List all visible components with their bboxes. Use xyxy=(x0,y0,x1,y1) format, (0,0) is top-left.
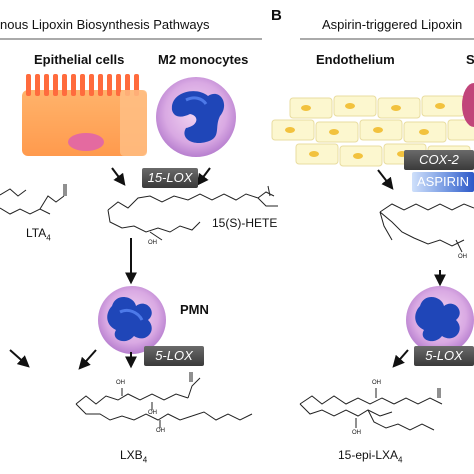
enzyme-cox-2: COX-2 xyxy=(404,150,474,170)
panel-a-title: nous Lipoxin Biosynthesis Pathways xyxy=(0,17,210,32)
endothelium-label: Endothelium xyxy=(316,52,395,67)
hete-structure xyxy=(107,185,278,241)
epi-precursor-structure xyxy=(379,203,474,253)
lxb4-structure xyxy=(75,372,253,428)
enzyme-5-lox-a: 5-LOX xyxy=(144,346,204,366)
epithelial-cells-label: Epithelial cells xyxy=(34,52,125,67)
lta4-label: LTA4 xyxy=(26,226,51,243)
oh-label: OH xyxy=(458,254,467,260)
pmn-illustration-a xyxy=(98,286,166,354)
arrow-endothelium-down xyxy=(377,169,394,190)
pmn-illustration-b xyxy=(406,286,474,354)
enzyme-5-lox-b: 5-LOX xyxy=(414,346,474,366)
arrow-monocyte-to-hete xyxy=(196,167,211,186)
epi-lxa4-label: 15-epi-LXA4 xyxy=(338,448,403,465)
monocyte-illustration xyxy=(156,77,236,157)
oh-label: OH xyxy=(148,410,157,416)
hete-label: 15(S)-HETE xyxy=(212,216,278,230)
cut-cell-label: S xyxy=(466,52,474,67)
m2-monocytes-label: M2 monocytes xyxy=(158,52,249,67)
arrow-pmn-to-left xyxy=(78,349,97,370)
oh-label: OH xyxy=(116,380,125,386)
oh-label: OH xyxy=(372,380,381,386)
panel-b-title: Aspirin-triggered Lipoxin xyxy=(322,17,463,32)
enzyme-15-lox: 15-LOX xyxy=(142,168,198,188)
panel-b-letter: B xyxy=(271,7,282,24)
epi-lxa4-structure xyxy=(299,388,443,431)
epithelial-cell-illustration xyxy=(22,74,147,156)
lxb4-label: LXB4 xyxy=(120,448,148,465)
aspirin-label: ASPIRIN xyxy=(412,172,474,192)
arrow-epithelial-to-hete xyxy=(111,167,126,186)
oh-label: OH xyxy=(352,430,361,436)
lta4-structure xyxy=(0,184,67,215)
oh-label: OH xyxy=(156,428,165,434)
cut-cell-illustration xyxy=(462,83,474,127)
oh-label: OH xyxy=(148,240,157,246)
pmn-label: PMN xyxy=(180,302,209,317)
arrow-pmn-b-to-epi-lxa4 xyxy=(392,349,409,368)
arrow-lta4-down xyxy=(9,349,30,368)
